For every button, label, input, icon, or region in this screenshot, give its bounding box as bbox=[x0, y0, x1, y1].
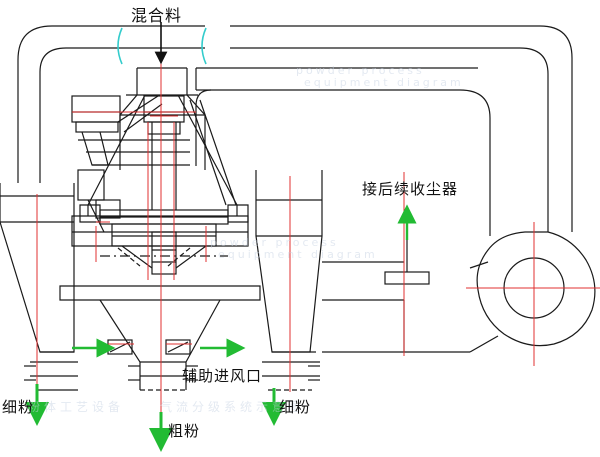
feed-accent-arc bbox=[117, 27, 207, 65]
label-feed-inlet: 混合料 bbox=[131, 6, 183, 25]
classifier-body bbox=[59, 94, 261, 301]
label-auxiliary-air-inlet: 辅助进风口 bbox=[182, 367, 263, 385]
centrifugal-fan bbox=[469, 231, 596, 353]
right-cyclone bbox=[255, 170, 404, 391]
auxiliary-air-damper-right bbox=[165, 339, 191, 355]
auxiliary-air-damper-left bbox=[107, 339, 133, 355]
duct-network bbox=[17, 25, 573, 236]
flow-arrows bbox=[25, 22, 417, 452]
dust-collector-branch bbox=[384, 240, 430, 285]
fan-inlet-duct bbox=[322, 300, 470, 353]
coarse-outlet-cone bbox=[99, 299, 221, 391]
label-fine-powder-left: 细粉 bbox=[2, 398, 35, 416]
label-coarse-powder: 粗粉 bbox=[168, 422, 201, 440]
centerlines bbox=[36, 40, 600, 420]
label-dust-collector: 接后续收尘器 bbox=[362, 180, 459, 198]
label-fine-powder-right: 细粉 bbox=[279, 398, 312, 416]
classifier-rotor bbox=[99, 209, 229, 275]
